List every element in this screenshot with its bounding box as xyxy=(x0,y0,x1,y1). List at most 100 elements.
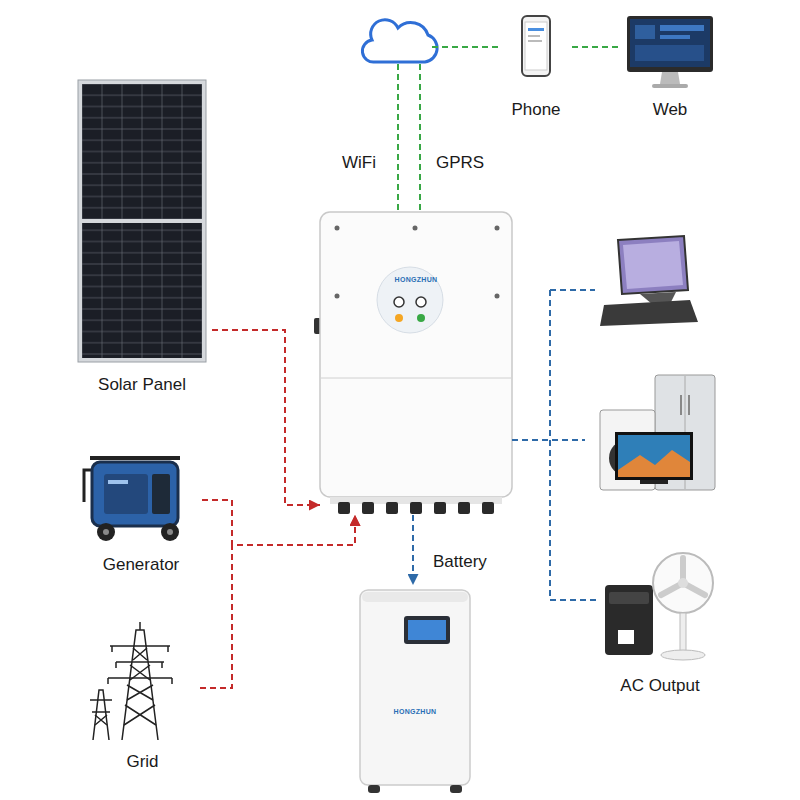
phone-picture xyxy=(528,35,540,37)
monitor-picture xyxy=(635,25,655,39)
brand-logo-text: HONGZHUN xyxy=(394,707,437,716)
generator-picture xyxy=(103,529,109,535)
inverter-picture xyxy=(362,502,374,514)
solar-panel-picture xyxy=(82,223,202,358)
inverter-picture xyxy=(321,378,511,379)
grid-tower-picture xyxy=(90,700,112,725)
monitor-picture xyxy=(635,45,704,61)
monitor-picture xyxy=(660,25,704,31)
appliances-picture xyxy=(600,236,715,660)
dashed-connector xyxy=(512,439,585,441)
cloud-symbol xyxy=(362,20,437,62)
node-caption: Battery xyxy=(433,552,487,572)
inverter-picture xyxy=(394,297,404,307)
battery-picture xyxy=(368,785,380,793)
phone-picture xyxy=(522,16,550,76)
inverter-picture xyxy=(458,502,470,514)
phone-node: Phone xyxy=(500,10,572,120)
web-node: Web xyxy=(622,10,718,120)
ac-output-line xyxy=(549,290,551,600)
battery-picture xyxy=(360,590,470,793)
battery-picture xyxy=(404,616,450,644)
network-line xyxy=(397,64,399,212)
inverter-node: HONGZHUN xyxy=(320,212,512,515)
inverter-picture xyxy=(338,502,350,514)
ac-output-node: AC Output xyxy=(585,230,735,696)
monitor-picture xyxy=(627,16,713,72)
generator-picture xyxy=(152,474,170,514)
inverter-picture xyxy=(495,226,500,231)
monitor-picture xyxy=(660,35,690,39)
appliances-picture xyxy=(618,450,690,477)
grid-tower-picture xyxy=(108,646,172,684)
inverter-picture xyxy=(335,294,340,299)
inverter-picture xyxy=(482,502,494,514)
ac-output-line xyxy=(550,599,600,601)
appliances-picture xyxy=(640,480,668,484)
generator-picture xyxy=(167,529,173,535)
grid-tower-picture xyxy=(90,622,172,740)
battery-picture xyxy=(360,590,470,785)
solar-panel-node: Solar Panel xyxy=(72,75,212,395)
appliances-picture xyxy=(618,630,634,644)
generator-picture xyxy=(161,523,179,541)
grid-node: Grid xyxy=(85,615,200,772)
appliances-picture xyxy=(653,553,713,613)
node-caption: Web xyxy=(653,100,688,120)
solar-panel-picture xyxy=(78,80,206,362)
network-line xyxy=(398,47,500,212)
node-caption: AC Output xyxy=(620,676,699,696)
ac-output-line xyxy=(550,290,600,600)
generator-picture xyxy=(104,474,148,514)
monitor-picture xyxy=(630,19,710,67)
inverter-picture xyxy=(335,226,340,231)
monitor-picture xyxy=(660,72,680,84)
inverter-picture xyxy=(320,212,512,497)
appliances-picture xyxy=(661,558,705,595)
solar-panel-picture xyxy=(82,84,202,219)
node-caption: Generator xyxy=(103,555,180,575)
node-caption: Solar Panel xyxy=(98,375,186,395)
appliances-picture xyxy=(680,395,682,415)
node-caption: Grid xyxy=(126,752,158,772)
generator-picture xyxy=(92,462,178,526)
battery-picture xyxy=(450,785,462,793)
inverter-picture xyxy=(495,294,500,299)
phone-picture xyxy=(528,28,544,31)
appliances-picture xyxy=(615,432,693,480)
brand-logo-text: HONGZHUN xyxy=(395,275,438,284)
generator-picture xyxy=(108,480,128,484)
battery-node: BatteryHONGZHUN xyxy=(355,585,475,795)
appliances-picture xyxy=(678,578,688,588)
appliances-picture xyxy=(618,435,690,477)
appliances-picture xyxy=(661,650,705,660)
dashed-connector xyxy=(572,46,622,48)
dashed-connector xyxy=(412,515,414,585)
inverter-picture xyxy=(386,502,398,514)
solar-panel-picture xyxy=(78,80,206,362)
grid-tower-picture xyxy=(124,648,156,725)
appliances-picture xyxy=(680,613,686,651)
inverter-picture xyxy=(377,267,443,333)
link-label: WiFi xyxy=(316,153,376,173)
ac-output-line xyxy=(550,289,595,291)
inverter-picture xyxy=(416,297,426,307)
monitor-picture xyxy=(627,16,713,88)
battery-picture xyxy=(362,592,468,602)
appliances-picture xyxy=(609,592,649,604)
appliances-picture xyxy=(600,300,698,326)
phone-picture xyxy=(522,16,550,76)
generator-picture xyxy=(84,458,180,541)
generator-picture xyxy=(90,456,180,460)
dashed-connector xyxy=(202,500,355,545)
appliances-picture xyxy=(618,236,688,294)
inverter-picture xyxy=(413,226,418,231)
dashed-connector xyxy=(212,330,320,505)
appliances-picture xyxy=(688,395,690,415)
appliances-picture xyxy=(623,241,683,289)
node-caption: Phone xyxy=(511,100,560,120)
inverter-picture xyxy=(434,502,446,514)
inverter-picture xyxy=(314,212,512,514)
battery-picture xyxy=(408,620,446,640)
